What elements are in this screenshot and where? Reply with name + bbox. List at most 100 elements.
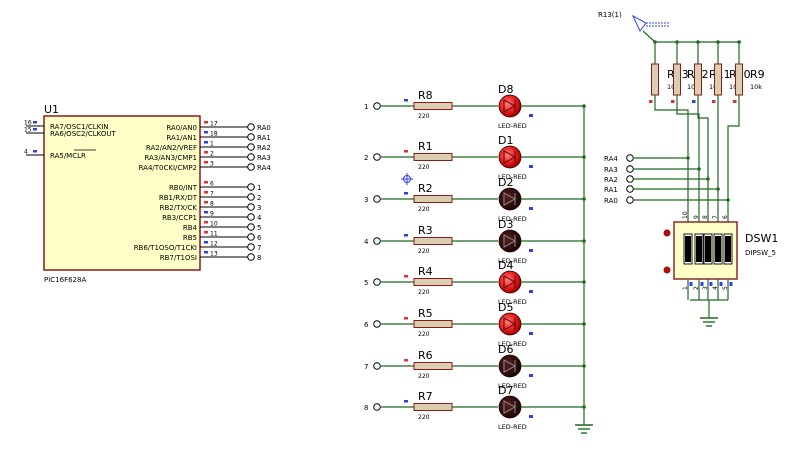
switch-net-terminal-icon [626, 196, 634, 204]
pullup-value: 10k [687, 83, 699, 91]
pin-state-marker [529, 165, 533, 168]
resistor-body [413, 195, 453, 203]
pin-state-marker [719, 282, 723, 286]
pin-state-marker [204, 191, 208, 194]
pullup-wire [727, 95, 740, 222]
pin-state-marker [404, 150, 408, 153]
mcu-pin-number: 8 [210, 201, 214, 208]
pin-state-marker [529, 290, 533, 293]
net-terminal-icon [247, 143, 255, 151]
net-terminal-icon [247, 153, 255, 161]
dip-lever [685, 236, 691, 262]
pin-state-marker [33, 150, 37, 153]
net-terminal-icon [247, 183, 255, 191]
diode-symbol [503, 234, 517, 248]
mcu-pin-label: RA1/AN1 [166, 134, 197, 142]
row-net-label: 8 [364, 404, 368, 412]
net-label: RA3 [257, 154, 271, 162]
led-type: LED-RED [498, 122, 527, 130]
resistor-body [413, 362, 453, 370]
pin-state-marker [689, 282, 693, 286]
switch-net-label: RA3 [604, 166, 618, 174]
resistor-value: 220 [418, 113, 430, 120]
mcu-part: PIC16F628A [44, 276, 86, 284]
led-type: LED-RED [498, 215, 527, 223]
pin-state-marker [700, 282, 704, 286]
diode-symbol [503, 317, 517, 331]
junction-dot [716, 187, 720, 191]
led-ref: D5 [498, 301, 513, 314]
mcu-body [43, 115, 201, 271]
mcu-pin-number: 4 [24, 149, 28, 156]
switch-net-label: RA1 [604, 186, 618, 194]
mcu-pin-label: RA0/AN0 [166, 124, 197, 132]
led-type: LED-RED [498, 173, 527, 181]
pullup-resistor-body [714, 63, 722, 96]
net-label: RA4 [257, 164, 271, 172]
pin-state-marker [733, 100, 737, 103]
mcu-pin-number: 11 [210, 231, 218, 238]
switch-net-label: RA0 [604, 197, 618, 205]
pin-state-marker [709, 282, 713, 286]
row-net-label: 4 [364, 238, 369, 246]
led-array: 1R8220D8LED-RED2R1220D1LED-RED3R2220D2LE… [364, 83, 586, 431]
pullup-ref: R9 [750, 68, 765, 81]
pin-state-marker [712, 100, 716, 103]
pin-state-marker [529, 374, 533, 377]
mcu-pin-number: 9 [210, 211, 214, 218]
mcu-pin-number: 2 [210, 151, 214, 158]
net-terminal-icon [247, 123, 255, 131]
pin-state-marker [692, 100, 696, 103]
probe-label: R13(1) [598, 11, 622, 19]
pullup-resistor-body [673, 63, 681, 96]
mcu-pin-number: 16 [24, 120, 32, 127]
row-terminal-icon [373, 362, 381, 370]
dip-lever [705, 236, 711, 262]
switch-net-terminal-icon [626, 185, 634, 193]
pin-state-marker [204, 141, 208, 144]
resistor-value: 220 [418, 373, 430, 380]
led-ref: D7 [498, 384, 513, 397]
net-terminal-icon [247, 163, 255, 171]
junction-dot [737, 40, 741, 44]
led-ref: D4 [498, 259, 513, 272]
pin-state-marker [204, 161, 208, 164]
led-type: LED-RED [498, 423, 527, 431]
row-terminal-icon [373, 195, 381, 203]
diode-symbol [503, 99, 517, 113]
pin-state-marker [204, 241, 208, 244]
pullup-resistor-body [651, 63, 659, 96]
junction-dot [697, 167, 701, 171]
pin-state-marker [649, 100, 653, 103]
resistor-ref: R8 [418, 89, 433, 102]
led-type: LED-RED [498, 382, 527, 390]
resistor-ref: R5 [418, 307, 433, 320]
pullup-resistor-body [735, 63, 743, 96]
row-net-label: 7 [364, 363, 368, 371]
led-unlit-icon [498, 187, 522, 211]
dipswitch-part: DIPSW_5 [745, 249, 776, 257]
mcu-pin-label: RB2/TX/CK [160, 204, 198, 212]
pin-state-marker [404, 234, 408, 237]
dip-top-pin-number: 8 [702, 215, 709, 219]
resistor-body [413, 320, 453, 328]
led-ref: D6 [498, 343, 513, 356]
pin-state-marker [729, 282, 733, 286]
pin-state-marker [404, 192, 408, 195]
led-unlit-icon [498, 354, 522, 378]
net-terminal-icon [247, 213, 255, 221]
net-label: 2 [257, 194, 261, 202]
net-label: 8 [257, 254, 261, 262]
pin-state-marker [529, 114, 533, 117]
dip-lever [715, 236, 721, 262]
mcu-pin-number: 1 [210, 141, 214, 148]
pullup-network: R13(1) R1310kR1210kR1110kR1010kR910k [598, 11, 765, 222]
